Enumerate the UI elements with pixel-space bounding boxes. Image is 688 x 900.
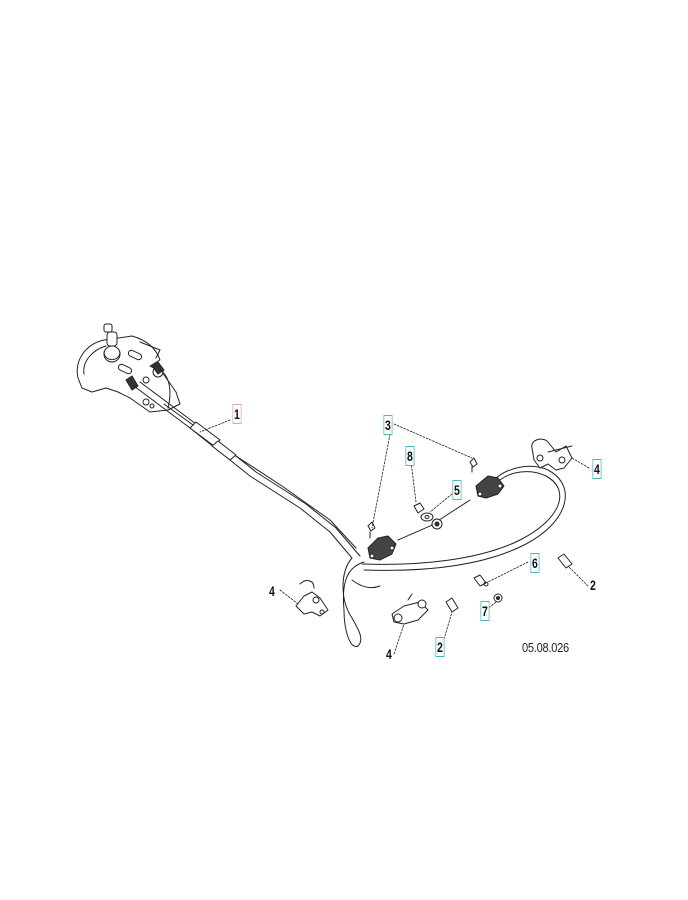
screw-part-2-left <box>445 597 459 613</box>
cable-clamp-bottom-left <box>295 580 329 617</box>
spring-washer <box>420 512 434 522</box>
callout-4-bottom: 4 <box>385 646 392 662</box>
screw-part-6 <box>473 574 489 587</box>
callout-2-bottom: 2 <box>435 637 445 657</box>
cable-end-fitting <box>431 518 443 530</box>
callout-1: 1 <box>232 404 242 424</box>
pin-part-2-right <box>557 553 573 569</box>
control-plate-assembly <box>76 323 181 413</box>
screw-right <box>469 457 478 473</box>
screw-left <box>367 521 376 539</box>
cable-clamp-top-right <box>531 438 573 471</box>
nut-part-7 <box>493 593 503 603</box>
cable-bracket-right <box>475 475 505 499</box>
nut <box>413 502 425 514</box>
callout-7: 7 <box>480 601 490 621</box>
throttle-cable <box>133 381 566 647</box>
callout-5: 5 <box>452 480 462 500</box>
cable-clamp-bottom-middle <box>391 593 429 625</box>
callout-6: 6 <box>530 553 540 573</box>
callout-4-left: 4 <box>268 583 275 599</box>
callout-8: 8 <box>405 446 415 466</box>
leader-lines <box>199 419 590 655</box>
diagram-reference-code: 05.08.026 <box>522 640 569 655</box>
cable-bracket-left <box>367 535 397 561</box>
callout-3: 3 <box>383 415 393 435</box>
callout-2-right: 2 <box>589 577 596 593</box>
callout-4-top-right: 4 <box>592 459 602 479</box>
